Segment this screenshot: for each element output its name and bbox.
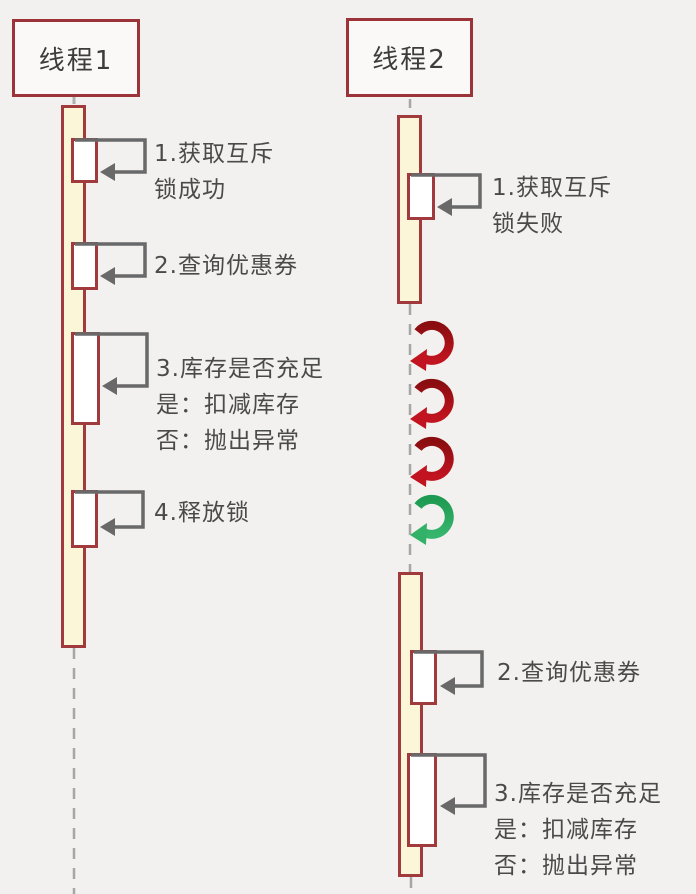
retry-arrow-icon-2 <box>410 378 454 429</box>
thread1-step1-label: 1.获取互斥 锁成功 <box>154 141 274 203</box>
thread2-step2-label: 2.查询优惠券 <box>497 660 641 686</box>
thread2-step2-activation <box>410 650 437 705</box>
thread2-header-box: 线程2 <box>346 18 473 97</box>
retry-arrow-icon-3 <box>410 436 454 487</box>
thread2-step1-label: 1.获取互斥 锁失败 <box>492 175 612 237</box>
thread2-step3-activation <box>407 753 437 847</box>
thread2-step1-activation <box>407 173 435 220</box>
thread1-step3-label: 3.库存是否充足 是：扣减库存 否：抛出异常 <box>156 356 324 454</box>
thread1-step2-activation <box>71 242 98 290</box>
success-arrow-icon <box>410 494 454 545</box>
thread1-step4-label: 4.释放锁 <box>154 500 250 526</box>
retry-arrow-icon-1 <box>410 320 454 371</box>
thread1-header-box: 线程1 <box>12 19 140 97</box>
thread1-step3-activation <box>71 332 100 425</box>
thread1-title: 线程1 <box>38 45 114 76</box>
thread2-step3-label: 3.库存是否充足 是：扣减库存 否：抛出异常 <box>494 781 662 879</box>
thread1-step2-label: 2.查询优惠券 <box>154 253 298 279</box>
thread1-step4-activation <box>71 490 98 548</box>
thread1-step1-activation <box>71 138 98 183</box>
thread2-title: 线程2 <box>372 45 447 75</box>
